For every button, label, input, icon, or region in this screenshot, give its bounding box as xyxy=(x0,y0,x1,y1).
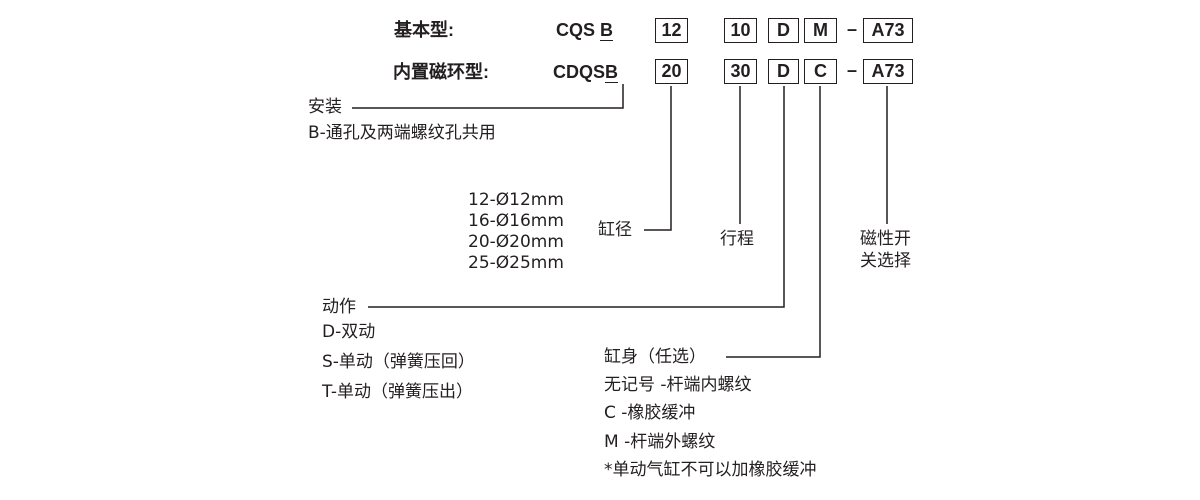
magnet-prefix: CDQS xyxy=(553,62,606,82)
body-note: *单动气缸不可以加橡胶缓冲 xyxy=(604,460,817,480)
body-option: M -杆端外螺纹 xyxy=(604,432,716,452)
body-leader xyxy=(726,86,821,358)
mount-leader xyxy=(352,84,624,109)
magnet-suffix: B xyxy=(605,62,619,83)
bore-option: 20-Ø20mm xyxy=(468,232,564,252)
row2-bore-box: 20 xyxy=(655,59,688,84)
basic-type-label: 基本型: xyxy=(394,20,454,40)
action-title: 动作 xyxy=(322,297,356,317)
basic-suffix: B xyxy=(600,20,614,41)
row2-stroke-box: 30 xyxy=(724,59,757,84)
basic-prefix: CQS xyxy=(556,20,596,40)
bore-title: 缸径 xyxy=(598,220,632,240)
row1-bore-box: 12 xyxy=(655,18,688,43)
mount-desc: B-通孔及两端螺纹孔共用 xyxy=(308,123,496,143)
row1-dash: – xyxy=(847,19,858,39)
stroke-title: 行程 xyxy=(720,229,754,249)
basic-model-code: CQS B xyxy=(556,20,614,41)
switch-title-line2: 关选择 xyxy=(860,251,911,271)
bore-option: 12-Ø12mm xyxy=(468,190,564,210)
bore-option: 16-Ø16mm xyxy=(468,211,564,231)
row1-switch-box: A73 xyxy=(863,18,913,43)
row1-body-box: M xyxy=(804,18,837,43)
body-title: 缸身（任选） xyxy=(604,347,706,367)
bore-leader xyxy=(644,86,672,231)
action-option: D-双动 xyxy=(322,322,376,342)
row2-action-box: D xyxy=(768,59,799,84)
magnet-type-label: 内置磁环型: xyxy=(393,62,489,82)
row2-dash: – xyxy=(847,60,858,80)
body-option: 无记号 -杆端内螺纹 xyxy=(604,375,752,395)
body-option: C -橡胶缓冲 xyxy=(604,403,696,423)
row2-switch-box: A73 xyxy=(863,59,913,84)
mount-title: 安装 xyxy=(308,97,342,117)
action-option: S-单动（弹簧压回） xyxy=(322,352,475,372)
action-leader xyxy=(368,86,785,308)
row2-body-box: C xyxy=(804,59,837,84)
magnet-model-code: CDQSB xyxy=(553,62,619,83)
switch-title-line1: 磁性开 xyxy=(860,229,911,249)
row1-action-box: D xyxy=(768,18,799,43)
action-option: T-单动（弹簧压出） xyxy=(322,382,473,402)
row1-stroke-box: 10 xyxy=(724,18,757,43)
bore-option: 25-Ø25mm xyxy=(468,253,564,273)
